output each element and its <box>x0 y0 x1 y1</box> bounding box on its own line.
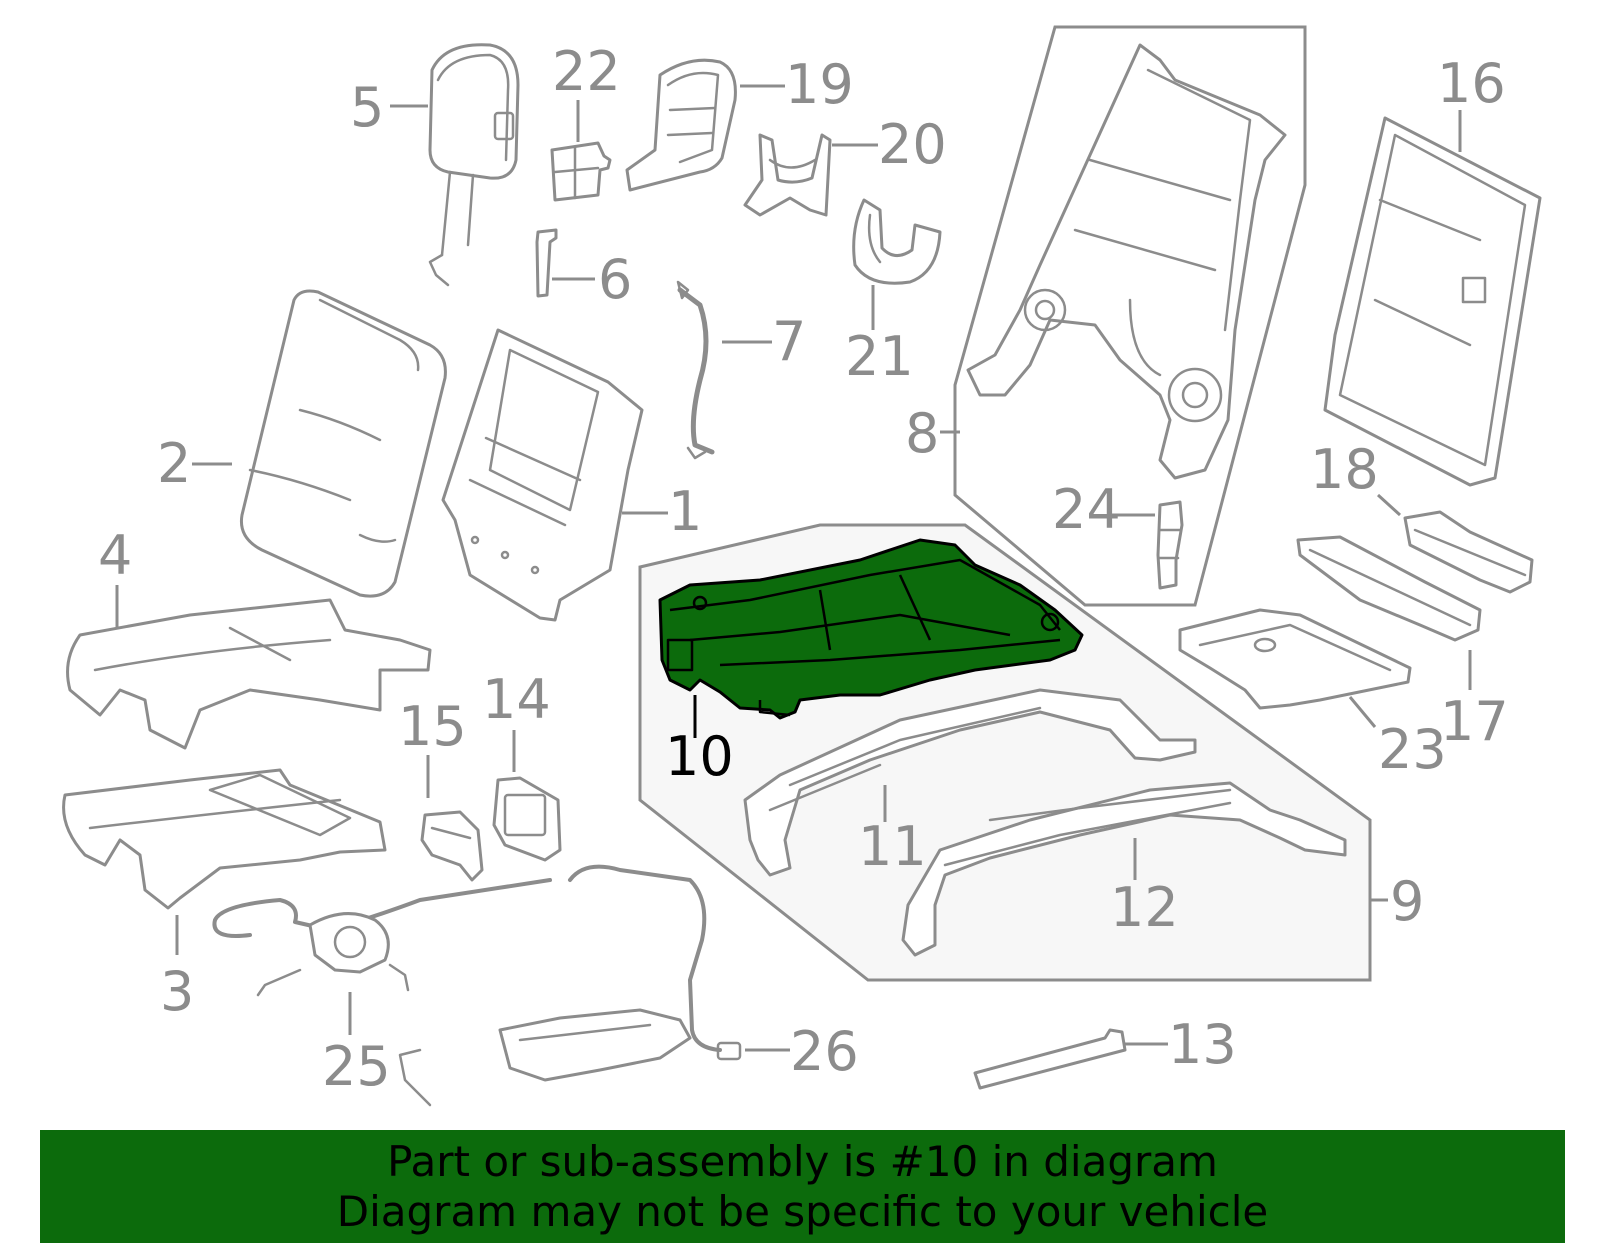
bar-part-13 <box>973 1028 1127 1090</box>
bracket-part-15 <box>420 810 484 882</box>
bracket-part-17 <box>1296 535 1482 642</box>
callout-19: 19 <box>785 53 854 116</box>
callout-13: 13 <box>1168 1013 1237 1076</box>
seat-back-frame-part-1 <box>441 328 644 622</box>
harness-part-26 <box>398 864 742 1107</box>
callout-8: 8 <box>905 402 939 465</box>
seat-cushion-cover-part-4 <box>66 598 432 750</box>
callout-21: 21 <box>845 325 914 388</box>
callout-6: 6 <box>598 248 632 311</box>
callout-3: 3 <box>160 960 194 1023</box>
callout-10: 10 <box>665 725 734 788</box>
callout-4: 4 <box>98 524 132 587</box>
leader-lines <box>115 84 1472 1052</box>
actuator-part-24 <box>1156 500 1184 590</box>
seat-back-frame-part-8 <box>966 43 1287 480</box>
callout-16: 16 <box>1437 52 1506 115</box>
callout-5: 5 <box>350 76 384 139</box>
callout-14: 14 <box>482 668 551 731</box>
module-part-14 <box>492 776 562 862</box>
callout-23: 23 <box>1378 718 1447 781</box>
seat-back-board-part-16 <box>1323 116 1542 487</box>
banner-line-1: Part or sub-assembly is #10 in diagram <box>387 1136 1218 1186</box>
cover-part-19 <box>625 58 737 192</box>
seat-cushion-pad-part-3 <box>62 768 387 910</box>
leader-18 <box>1376 493 1402 517</box>
bracket-part-20 <box>743 133 832 217</box>
cushion-frame-part-10 <box>658 538 1084 720</box>
leader-23 <box>1348 696 1377 728</box>
callout-2: 2 <box>157 432 191 495</box>
callout-22: 22 <box>552 40 621 103</box>
callout-18: 18 <box>1310 438 1379 501</box>
seat-rail-part-12 <box>901 781 1347 957</box>
callout-17: 17 <box>1440 690 1509 753</box>
callout-11: 11 <box>858 815 927 878</box>
plate-part-23 <box>1178 608 1412 710</box>
cover-part-21 <box>852 198 942 285</box>
info-banner: Part or sub-assembly is #10 in diagram D… <box>40 1130 1565 1243</box>
callout-25: 25 <box>322 1035 391 1098</box>
banner-line-2: Diagram may not be specific to your vehi… <box>336 1186 1269 1236</box>
headrest-part-5 <box>428 43 520 287</box>
callout-20: 20 <box>878 113 947 176</box>
motor-part-25 <box>212 878 552 997</box>
bracket-part-18 <box>1403 510 1534 594</box>
callout-9: 9 <box>1390 870 1424 933</box>
callout-24: 24 <box>1052 478 1121 541</box>
callout-15: 15 <box>398 695 467 758</box>
seat-rail-part-11 <box>743 688 1197 877</box>
pin-part-6 <box>535 228 558 298</box>
callout-1: 1 <box>668 480 702 543</box>
seat-back-cover-part-2 <box>239 289 447 598</box>
cable-part-7 <box>676 280 715 460</box>
callout-12: 12 <box>1110 876 1179 939</box>
callout-7: 7 <box>772 310 806 373</box>
bracket-part-22 <box>550 141 612 202</box>
callout-26: 26 <box>790 1020 859 1083</box>
